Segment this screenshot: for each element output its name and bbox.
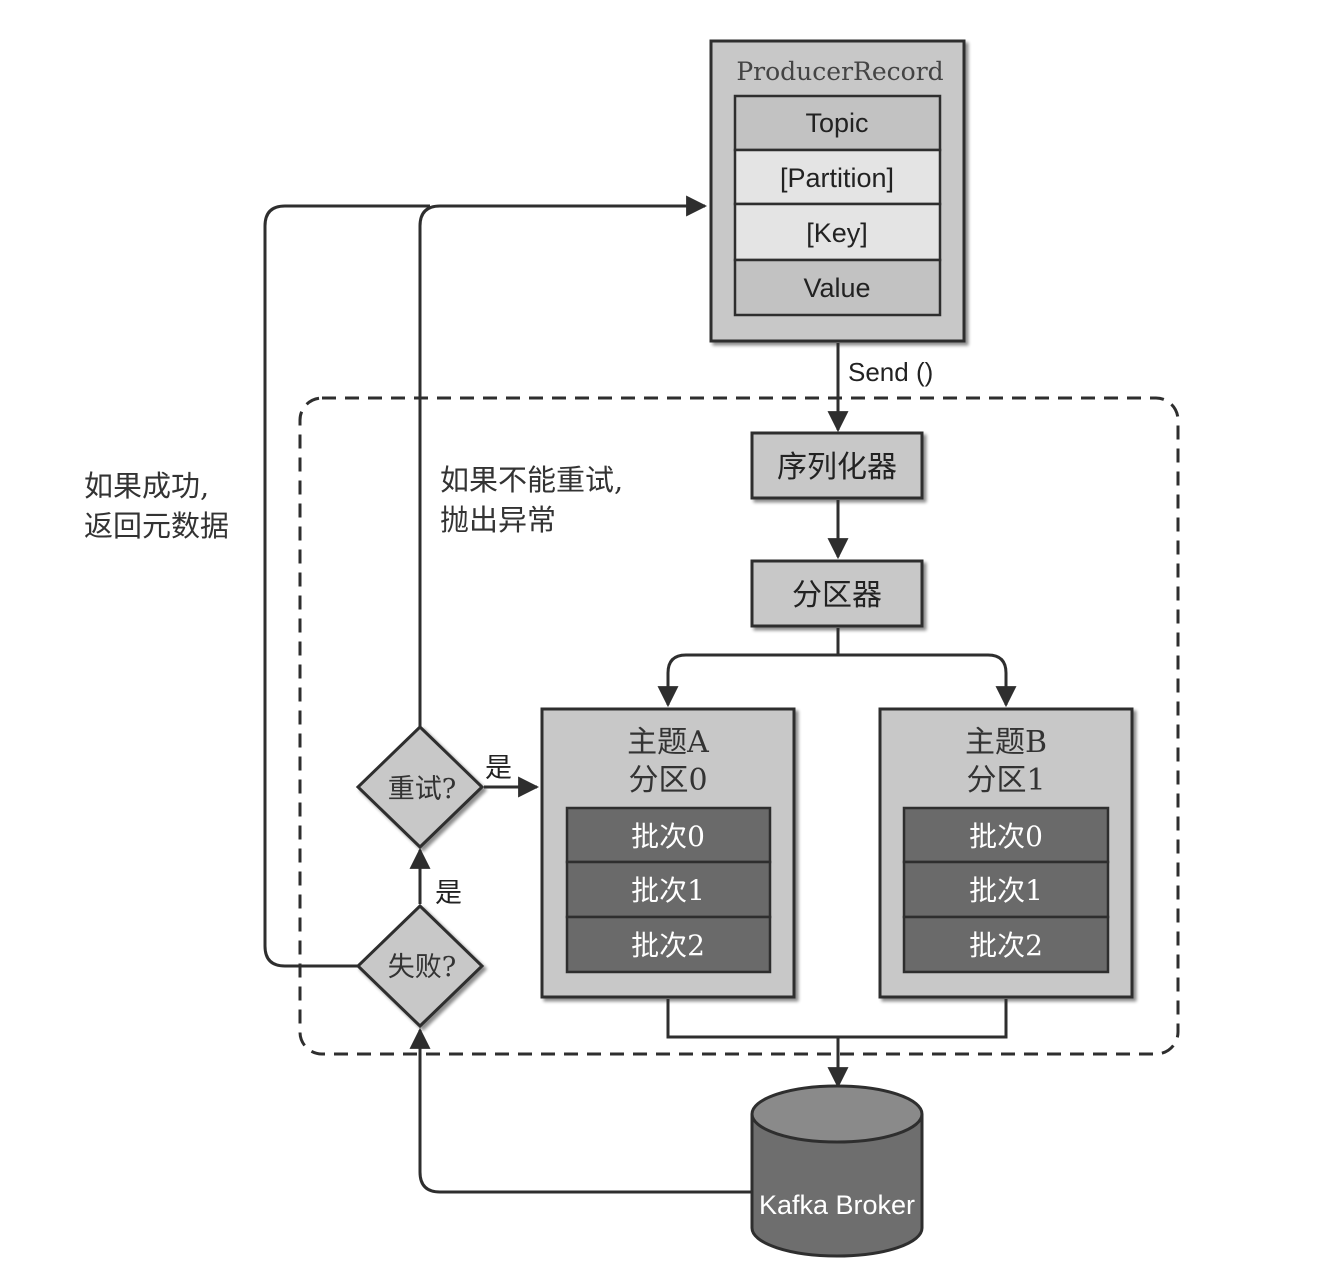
partitioner-to-topic-a-arrow — [657, 628, 840, 708]
topic-b-batch-2 — [902, 915, 1110, 974]
topic-a-batch-1-label: 批次1 — [631, 874, 705, 907]
success-note-line1: 如果成功, — [84, 469, 209, 503]
success-metadata-path — [263, 204, 430, 968]
retry-yes-label: 是 — [485, 753, 512, 784]
error-note-line1: 如果不能重试, — [440, 463, 623, 497]
success-note-line2: 返回元数据 — [84, 509, 229, 543]
partitioner-box — [750, 559, 924, 628]
field-value — [733, 258, 942, 317]
topic-b-title: 主题B — [965, 725, 1047, 760]
topic-b-partition: 分区1 — [966, 763, 1045, 798]
field-partition-label: [Partition] — [780, 163, 894, 193]
topic-a-partition: 分区0 — [628, 763, 707, 798]
fail-decision-label: 失败? — [388, 952, 456, 983]
retry-decision-label: 重试? — [388, 774, 456, 805]
producer-record-title: ProducerRecord — [736, 57, 943, 86]
topic-b-batch-0 — [902, 806, 1110, 864]
field-topic-label: Topic — [805, 108, 868, 138]
field-topic — [733, 94, 942, 152]
field-value-label: Value — [803, 273, 870, 303]
topic-a-batch-0-label: 批次0 — [631, 820, 705, 853]
broker-response-arrow — [409, 1027, 752, 1194]
topic-a-title: 主题A — [627, 725, 709, 760]
partitioner-label: 分区器 — [792, 579, 882, 612]
topic-a-batch-0 — [565, 806, 772, 864]
kafka-broker-cylinder — [750, 1084, 924, 1258]
field-key-label: [Key] — [806, 218, 868, 248]
field-key — [733, 202, 942, 262]
kafka-broker-label: Kafka Broker — [759, 1190, 915, 1220]
topic-b-batch-2-label: 批次2 — [969, 929, 1043, 962]
producer-boundary — [298, 396, 1180, 1056]
topic-a-box — [540, 707, 796, 999]
retry-decision-diamond — [355, 724, 485, 850]
producer-record — [709, 39, 966, 343]
topic-b-box — [878, 707, 1134, 999]
partitioner-to-topic-b-arrow — [838, 653, 1017, 708]
topic-a-batch-2-label: 批次2 — [631, 929, 705, 962]
send-label: Send () — [848, 357, 933, 387]
serializer-box — [750, 431, 924, 500]
topic-b-batch-0-label: 批次0 — [969, 820, 1043, 853]
error-note-line2: 抛出异常 — [440, 503, 556, 537]
serializer-label: 序列化器 — [777, 451, 897, 484]
fail-yes-label: 是 — [435, 878, 462, 909]
retry-no-exception-path — [418, 195, 708, 727]
topics-merge-connector — [666, 999, 1008, 1039]
topic-a-batch-2 — [565, 915, 772, 974]
fail-decision-diamond — [355, 903, 485, 1029]
topic-b-batch-1-label: 批次1 — [969, 874, 1043, 907]
